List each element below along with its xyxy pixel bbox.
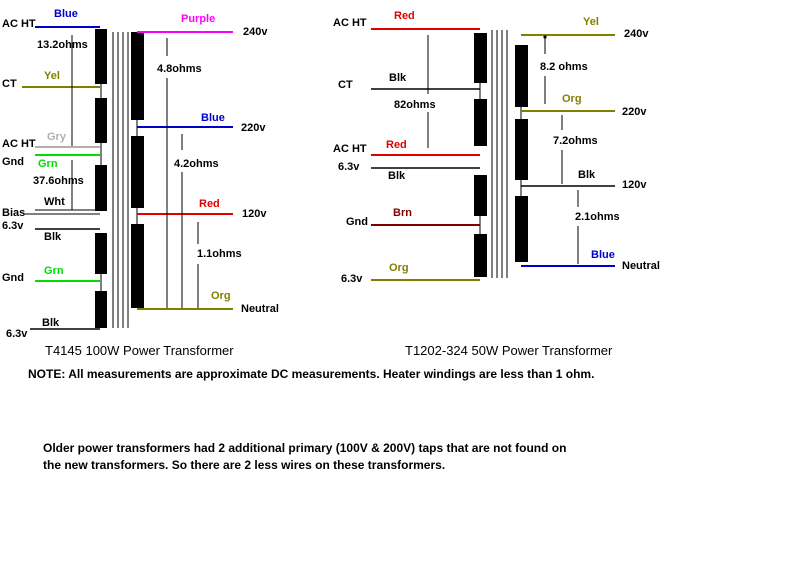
t2-resistance-8-2: 8.2 ohms xyxy=(540,61,588,73)
t1202-324-diagram: AC HT CT AC HT 6.3v Gnd 6.3v Red Blk Red… xyxy=(333,10,660,358)
t2-title: T1202-324 50W Power Transformer xyxy=(405,343,613,358)
t1-title: T4145 100W Power Transformer xyxy=(45,343,234,358)
t1-wire-label-yel: Yel xyxy=(44,70,60,82)
t2-label-220v: 220v xyxy=(622,106,647,118)
t1-wire-label-purple: Purple xyxy=(181,13,215,25)
t1-resistance-1-1: 1.1ohms xyxy=(197,248,242,260)
t2-wire-label-brn: Brn xyxy=(393,207,412,219)
t1-wire-label-org: Org xyxy=(211,290,231,302)
t2-wire-label-red2: Red xyxy=(386,139,407,151)
note-older-transformers-line1: Older power transformers had 2 additiona… xyxy=(43,441,566,455)
t1-wire-label-blue-r: Blue xyxy=(201,112,225,124)
t4145-diagram: AC HT CT AC HT Gnd Bias 6.3v Gnd 6.3v Bl… xyxy=(2,8,279,358)
t2-wire-label-org-l: Org xyxy=(389,262,409,274)
t1-left-coils xyxy=(95,29,107,328)
t1-wire-label-grn1: Grn xyxy=(38,158,58,170)
t2-core-lines xyxy=(491,30,508,278)
t2-label-ct: CT xyxy=(338,79,353,91)
t1-label-ct: CT xyxy=(2,78,17,90)
t1-resistance-4-8: 4.8ohms xyxy=(157,63,202,75)
t2-resistance-7-2: 7.2ohms xyxy=(553,135,598,147)
t2-right-measure-lines xyxy=(544,37,579,264)
t2-label-6v3-top: 6.3v xyxy=(338,161,360,173)
t2-wire-label-blue: Blue xyxy=(591,249,615,261)
t1-right-coils xyxy=(131,32,144,308)
t1-wire-label-blue: Blue xyxy=(54,8,78,20)
t2-resistance-2-1: 2.1ohms xyxy=(575,211,620,223)
t1-resistance-13-2: 13.2ohms xyxy=(37,39,88,51)
note-measurements: NOTE: All measurements are approximate D… xyxy=(28,367,594,381)
t1-core-lines xyxy=(112,32,129,328)
t1-wire-label-grn2: Grn xyxy=(44,265,64,277)
t2-wire-label-red1: Red xyxy=(394,10,415,22)
t2-wire-label-blk2: Blk xyxy=(388,170,406,182)
note-older-transformers-line2: the new transformers. So there are 2 les… xyxy=(43,458,445,472)
t2-wire-label-blk1: Blk xyxy=(389,72,407,84)
t1-wire-label-blk2: Blk xyxy=(42,317,60,329)
t1-label-bias: Bias xyxy=(2,207,25,219)
t1-label-6v3-top: 6.3v xyxy=(2,220,24,232)
t1-label-240v: 240v xyxy=(243,26,268,38)
t1-resistance-4-2: 4.2ohms xyxy=(174,158,219,170)
t1-label-220v: 220v xyxy=(241,122,266,134)
t2-label-ac-ht-top: AC HT xyxy=(333,17,367,29)
t2-tap-dot xyxy=(543,35,547,39)
t2-label-120v: 120v xyxy=(622,179,647,191)
t2-left-coils xyxy=(474,33,487,277)
t1-resistance-37-6: 37.6ohms xyxy=(33,175,84,187)
t1-right-measure-lines xyxy=(166,38,199,308)
t1-label-120v: 120v xyxy=(242,208,267,220)
t1-wire-label-blk1: Blk xyxy=(44,231,62,243)
t2-label-neutral: Neutral xyxy=(622,260,660,272)
t1-label-neutral: Neutral xyxy=(241,303,279,315)
t1-label-gnd1: Gnd xyxy=(2,156,24,168)
t2-wire-label-blk-r: Blk xyxy=(578,169,596,181)
t1-wire-label-red-r: Red xyxy=(199,198,220,210)
t2-right-coils xyxy=(515,45,528,262)
t2-label-240v: 240v xyxy=(624,28,649,40)
t1-wire-label-wht: Wht xyxy=(44,196,65,208)
t1-wire-label-gry: Gry xyxy=(47,131,67,143)
t2-wire-label-yel: Yel xyxy=(583,16,599,28)
t2-label-ac-ht-bottom: AC HT xyxy=(333,143,367,155)
t2-resistance-82: 82ohms xyxy=(394,99,436,111)
t1-label-6v3-bottom: 6.3v xyxy=(6,328,28,340)
t1-label-ac-ht-bottom: AC HT xyxy=(2,138,36,150)
t2-label-gnd: Gnd xyxy=(346,216,368,228)
t2-wire-label-org-r: Org xyxy=(562,93,582,105)
t2-label-6v3-bottom: 6.3v xyxy=(341,273,363,285)
t1-label-gnd2: Gnd xyxy=(2,272,24,284)
t1-label-ac-ht-top: AC HT xyxy=(2,18,36,30)
